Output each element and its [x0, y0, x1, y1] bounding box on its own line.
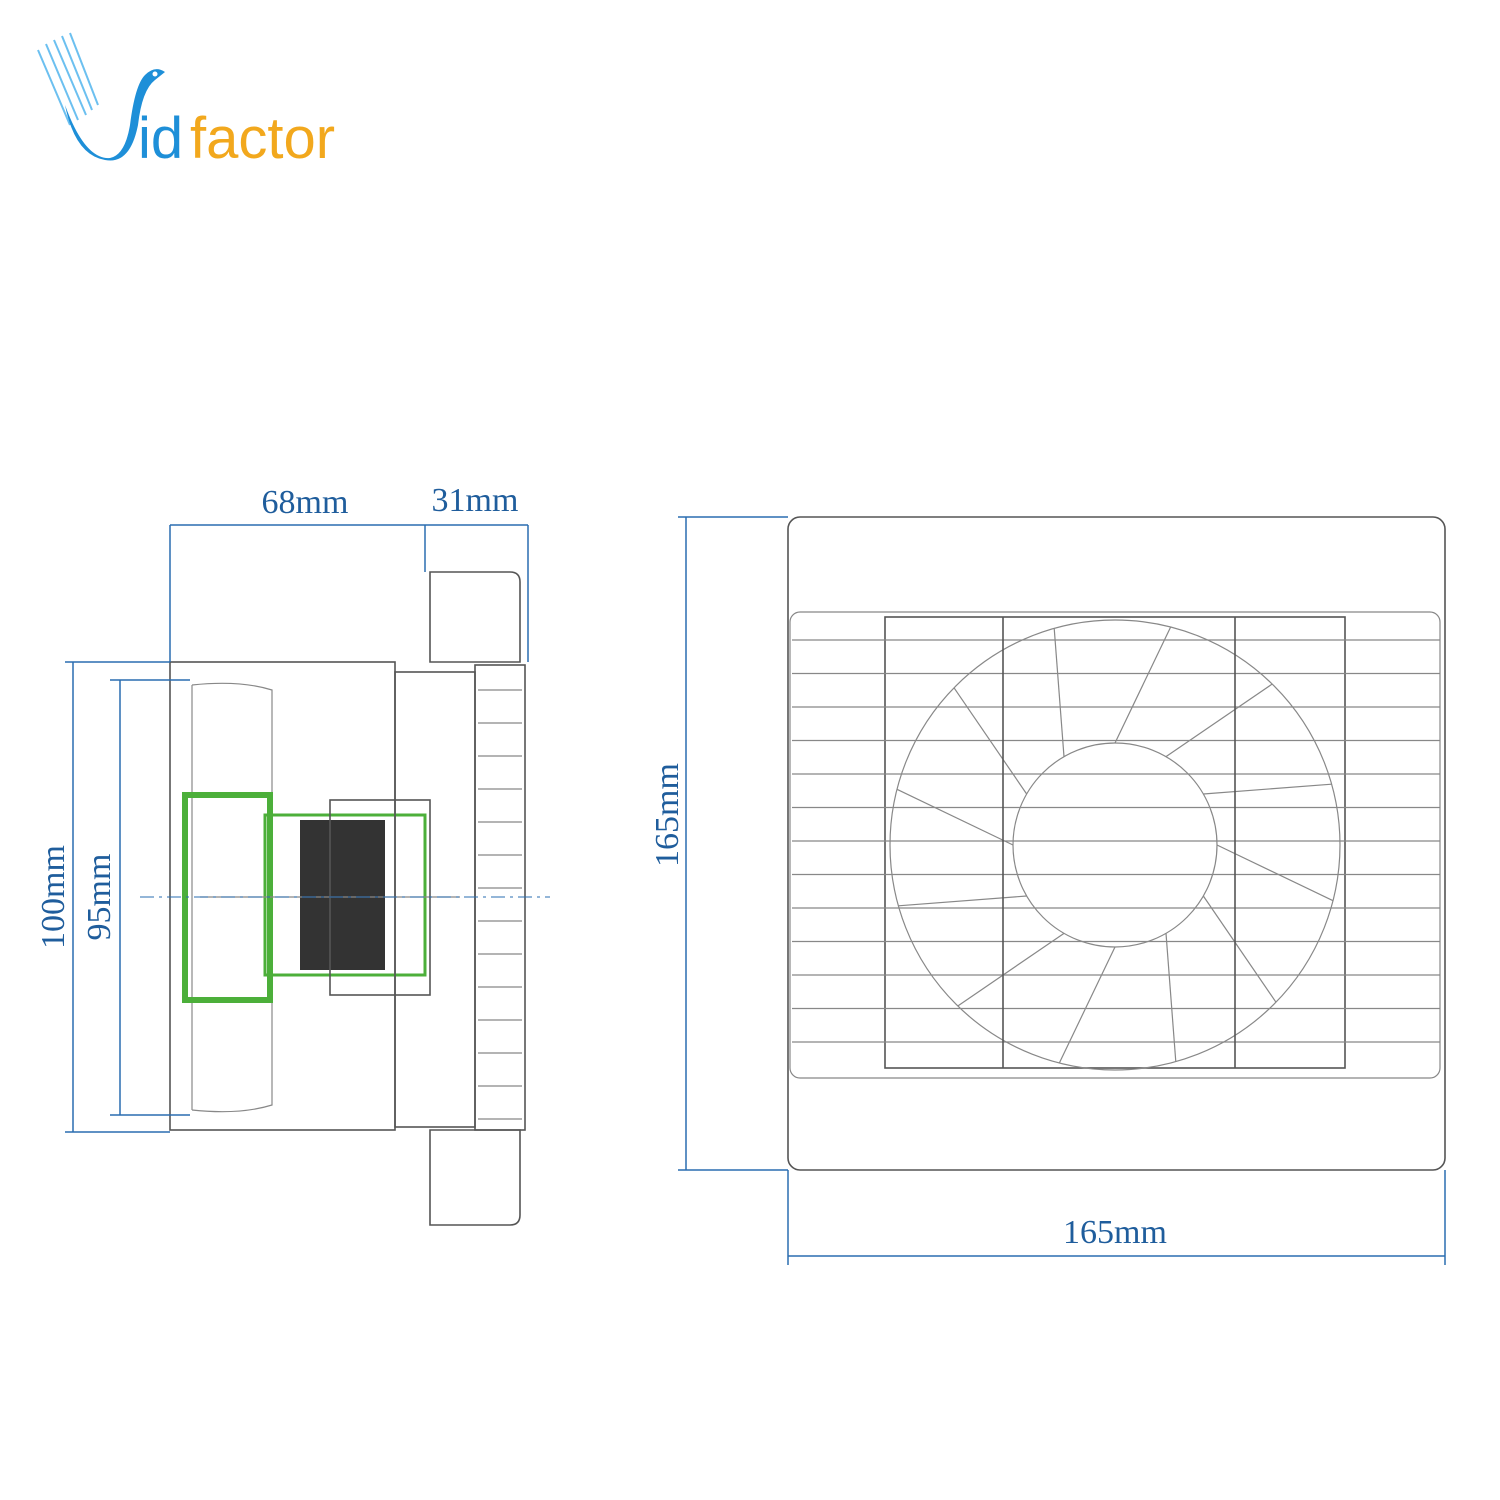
bottom-flange: [429, 1129, 521, 1226]
fan-blade: [191, 682, 273, 1113]
line: [957, 932, 1065, 1007]
fan-impeller: [889, 619, 1341, 1071]
label-width-165mm: 165mm: [1063, 1214, 1167, 1251]
inner-panel: [789, 611, 1441, 1079]
line: [898, 895, 1027, 907]
label-100mm: 100mm: [35, 845, 72, 949]
motor-core: [300, 820, 385, 970]
outer-panel: [787, 516, 1446, 1171]
vidfactor-logo: id factor: [37, 32, 335, 170]
line: [1114, 626, 1172, 744]
grille-slats: [478, 689, 522, 1120]
line: [1165, 683, 1273, 758]
line: [896, 788, 1014, 846]
line: [1202, 895, 1277, 1003]
label-68mm: 68mm: [262, 484, 349, 521]
logo-bird-icon: [37, 32, 165, 161]
label-31mm: 31mm: [432, 482, 519, 519]
logo-text-factor: factor: [190, 106, 335, 170]
line: [1165, 933, 1177, 1062]
top-flange: [429, 571, 521, 663]
label-95mm: 95mm: [81, 854, 118, 941]
line: [1053, 628, 1065, 757]
motor-insulation: [263, 813, 427, 977]
line: [1058, 946, 1116, 1064]
side-view: 68mm 31mm 100mm 95mm: [35, 482, 550, 1226]
line: [1216, 844, 1334, 902]
label-height-165mm: 165mm: [649, 763, 686, 867]
grille-bars: [792, 639, 1440, 1043]
line: [1203, 783, 1332, 795]
impeller-blades: [896, 626, 1334, 1064]
grille-frame: [884, 616, 1346, 1069]
front-view: 165mm 165mm: [649, 516, 1446, 1265]
mounting-plate: [394, 671, 476, 1128]
logo-text-id: id: [138, 106, 183, 170]
